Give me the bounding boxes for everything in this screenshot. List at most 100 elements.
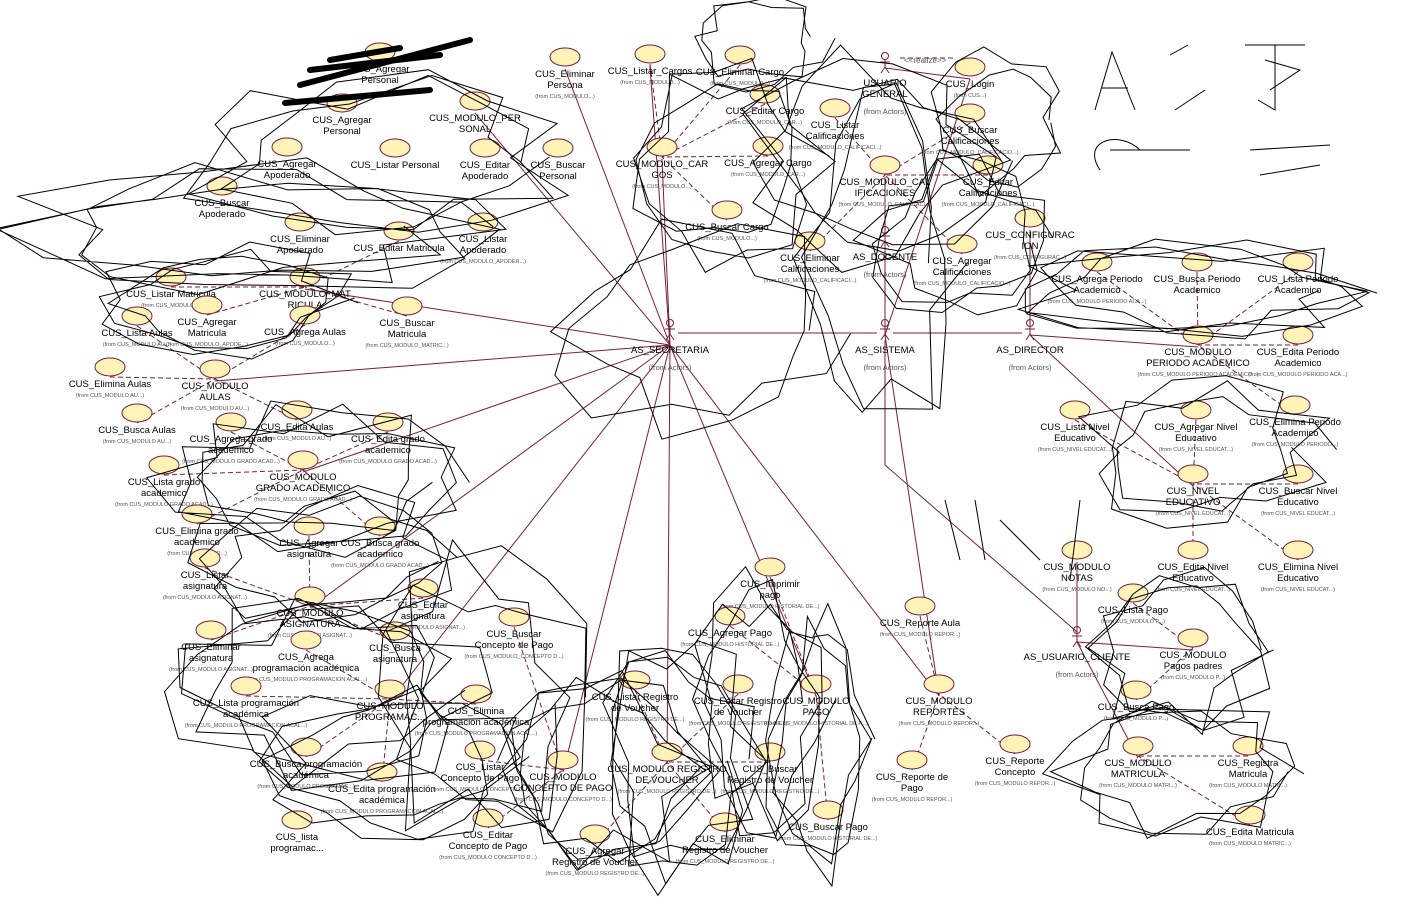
use-case-name: CUS_Eliminar — [270, 234, 330, 245]
use-case-lista-aulas[interactable]: CUS_Lista Aulas(from CUS_MODULO AU...) — [101, 306, 173, 348]
scribble-mark — [549, 218, 851, 440]
actor-name: AS_SISTEMA — [855, 345, 915, 356]
use-case-edita-matricula[interactable]: CUS_Edita Matricula(from CUS_MODULO MATR… — [1206, 805, 1295, 847]
use-case-listar-cargos[interactable]: CUS_Listar_Cargos(from CUS_MODULO...) — [608, 44, 693, 86]
use-case-editar-matricula-sec[interactable]: CUS_Editar Matricula — [353, 221, 445, 254]
actor-name: AS_DOCENTE — [853, 252, 917, 263]
actor-usuario-cliente[interactable]: AS_USUARIO_CLIENTE(from Actors) — [1024, 626, 1131, 680]
use-case-name: CUS_Agregar — [177, 317, 236, 328]
association-line — [1076, 641, 1194, 651]
use-case-buscar-pago[interactable]: CUS_Buscar Pago(from CUS_MODULO HISTORIA… — [778, 800, 878, 842]
use-case-ellipse — [752, 136, 784, 156]
use-case-origin: (from CUS_NIVEL EDUCAT...) — [1261, 587, 1335, 593]
use-case-busca-pago[interactable]: CUS_Busca Pago(from CUS_MODULO P...) — [1098, 680, 1175, 722]
use-case-listar-personal[interactable]: CUS_Listar Personal — [351, 138, 440, 171]
actor-secretaria[interactable]: AS_SECRETARIA(from Actors) — [631, 319, 710, 373]
actor-director[interactable]: AS_DIRECTOR(from Actors) — [996, 319, 1064, 373]
use-case-ellipse — [293, 516, 325, 536]
dependency-line — [1197, 344, 1296, 416]
use-case-agregar-cargo[interactable]: CUS_Agregar Cargo(from CUS_MODULO_CAR...… — [724, 136, 812, 178]
use-case-elimina-aulas[interactable]: CUS_Elimina Aulas(from CUS_MODULO AU...) — [69, 357, 152, 399]
use-case-name: CUS_Buscar — [531, 160, 586, 171]
use-case-reporte-aula[interactable]: CUS_Reporte Aula(from CUS_MODULO REPOR..… — [880, 596, 961, 638]
use-case-login[interactable]: CUS_Login(from CUS...) — [946, 57, 995, 99]
use-case-buscar-cargo[interactable]: CUS_Buscar Cargo(from CUS_MODULO...) — [685, 200, 769, 242]
scribble-mark — [1016, 238, 1378, 340]
use-case-lista-prog2[interactable]: CUS_listaprogramac... — [270, 810, 324, 854]
use-case-eliminar-cargo[interactable]: CUS_Eliminar Cargo(from CUS_MODULO...) — [696, 45, 784, 87]
realize-stereotype: <<realize>> — [904, 56, 947, 65]
use-case-ellipse — [215, 412, 247, 432]
scribble-mark — [740, 44, 1014, 273]
use-case-listar-matricula[interactable]: CUS_Listar Matricula(from CUS_MODULO...) — [126, 267, 217, 309]
use-case-busca-aulas[interactable]: CUS_Busca Aulas(from CUS_MODULO AU...) — [98, 403, 176, 445]
actor-sistema[interactable]: AS_SISTEMA(from Actors) — [855, 319, 915, 373]
scribble-glyph — [1094, 50, 1136, 111]
use-case-name-line2: Calificaciones — [806, 131, 865, 142]
use-case-agrega-aulas[interactable]: CUS_Agrega Aulas(from CUS_MODULO...) — [264, 305, 346, 347]
use-case-modulo-prog[interactable]: CUS_MODULOPROGRAMAC... — [355, 679, 425, 723]
use-case-name-line2: Educativo — [1277, 497, 1319, 508]
use-case-ellipse — [281, 400, 313, 420]
use-case-origin: (from CUS_MODULO PROGRAMACION ACAL...) — [185, 723, 308, 729]
use-case-name: CUS_Listar — [456, 762, 505, 773]
use-case-origin: (from CUS_MODULO HISTORIAL DE...) — [680, 642, 779, 648]
use-case-origin: (from CUS_MODULO_CALIFICACI...) — [764, 278, 857, 284]
use-case-agregar-pago[interactable]: CUS_Agregar Pago(from CUS_MODULO HISTORI… — [680, 606, 780, 648]
actor-origin: (from Actors) — [1056, 670, 1099, 679]
use-case-name: CUS_lista — [276, 832, 319, 843]
